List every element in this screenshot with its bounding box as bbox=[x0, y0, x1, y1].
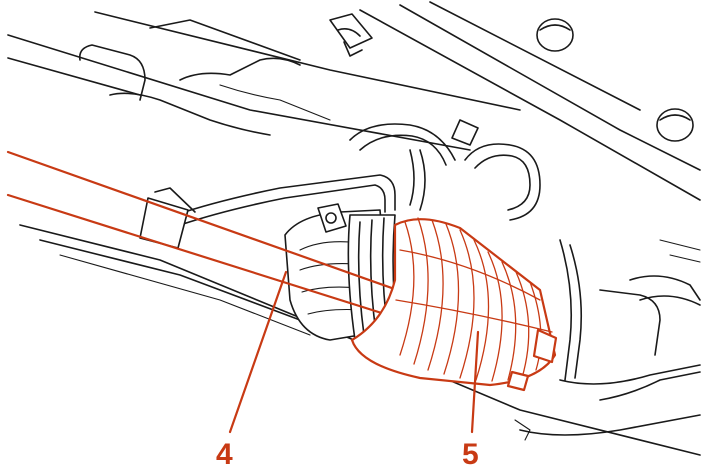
callout-leaders bbox=[228, 270, 480, 434]
callout-label-4: 4 bbox=[216, 438, 233, 470]
callout-label-5: 5 bbox=[462, 438, 479, 470]
rack-boot-highlight bbox=[350, 217, 558, 392]
chassis-background bbox=[7, 1, 701, 456]
